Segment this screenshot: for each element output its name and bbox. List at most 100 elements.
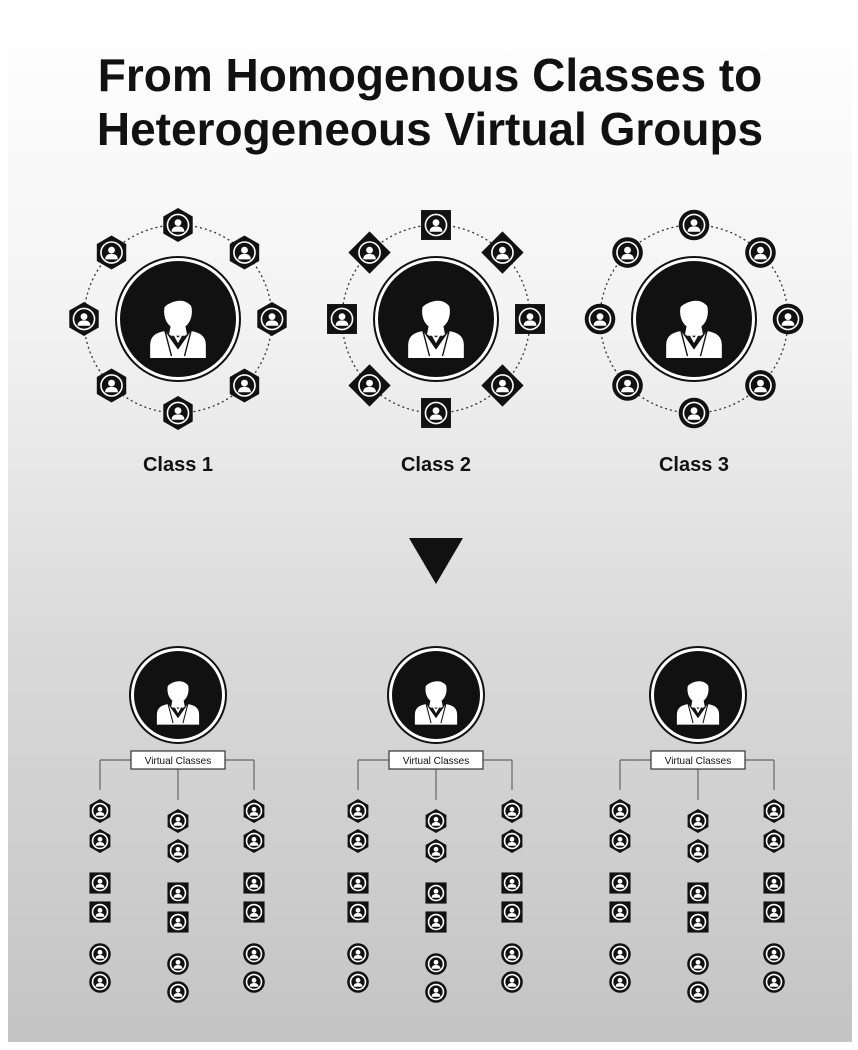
down-triangle-icon (409, 538, 463, 584)
student-icon (347, 872, 369, 894)
student-icon (347, 971, 369, 993)
student-icon (167, 839, 189, 863)
student-icon (687, 809, 709, 833)
student-icon (425, 911, 447, 933)
student-icon (609, 971, 631, 993)
virtual-classes-box (650, 750, 746, 770)
student-icon (687, 911, 709, 933)
virtual-classes-box (130, 750, 226, 770)
student-icon (243, 901, 265, 923)
student-icon (89, 799, 111, 823)
student-column (425, 809, 447, 1003)
student-icon (163, 208, 193, 242)
student-icon (425, 953, 447, 975)
student-icon (425, 882, 447, 904)
student-icon (425, 809, 447, 833)
student-icon (167, 882, 189, 904)
student-icon (501, 943, 523, 965)
class-diagram: Class 1 Class 2 Class 3 Virtual Classes Vir… (69, 208, 804, 1003)
student-icon (89, 872, 111, 894)
student-icon (609, 829, 631, 853)
student-icon (763, 829, 785, 853)
student-icon (421, 210, 451, 240)
student-icon (678, 209, 710, 241)
student-icon (229, 368, 260, 403)
student-icon (347, 901, 369, 923)
student-icon (167, 981, 189, 1003)
virtual-group: Virtual Classes (347, 646, 523, 1003)
student-icon (425, 981, 447, 1003)
class-label: Class 3 (659, 454, 729, 476)
virtual-group: Virtual Classes (609, 646, 785, 1003)
student-icon (229, 235, 260, 270)
teacher-icon (631, 256, 757, 382)
student-icon (347, 943, 369, 965)
infographic: From Homogenous Classes to Heterogeneous… (8, 8, 852, 1042)
virtual-classes-label: Virtual Classes (403, 756, 470, 767)
student-icon (347, 799, 369, 823)
student-column (89, 799, 111, 993)
student-icon (612, 237, 643, 268)
student-icon (763, 901, 785, 923)
student-column (687, 809, 709, 1003)
student-icon (167, 953, 189, 975)
student-icon (69, 302, 99, 336)
student-icon (348, 231, 391, 274)
student-column (501, 799, 523, 993)
student-icon (763, 971, 785, 993)
class-label: Class 2 (401, 454, 471, 476)
teacher-icon (387, 646, 485, 744)
virtual-classes-label: Virtual Classes (665, 756, 732, 767)
student-icon (687, 953, 709, 975)
student-icon (96, 235, 127, 270)
student-icon (501, 872, 523, 894)
student-column (167, 809, 189, 1003)
student-icon (501, 971, 523, 993)
teacher-icon (115, 256, 241, 382)
student-icon (763, 799, 785, 823)
student-icon (243, 799, 265, 823)
student-icon (609, 799, 631, 823)
student-icon (687, 839, 709, 863)
student-icon (243, 829, 265, 853)
student-icon (501, 829, 523, 853)
student-icon (257, 302, 287, 336)
student-column (347, 799, 369, 993)
student-icon (745, 370, 776, 401)
title-line-1: From Homogenous Classes to (97, 49, 763, 101)
student-icon (745, 237, 776, 268)
student-icon (515, 304, 545, 334)
student-icon (348, 364, 391, 407)
student-icon (609, 901, 631, 923)
student-icon (772, 303, 804, 335)
student-icon (167, 809, 189, 833)
student-icon (609, 872, 631, 894)
student-icon (96, 368, 127, 403)
student-icon (243, 872, 265, 894)
page-title: From Homogenous Classes to Heterogeneous… (8, 48, 852, 156)
student-icon (163, 396, 193, 430)
teacher-icon (129, 646, 227, 744)
student-icon (584, 303, 616, 335)
student-icon (89, 971, 111, 993)
student-icon (481, 231, 524, 274)
class-label: Class 1 (143, 454, 213, 476)
down-arrow (409, 538, 463, 584)
title-line-2: Heterogeneous Virtual Groups (96, 103, 764, 155)
student-icon (421, 398, 451, 428)
student-icon (327, 304, 357, 334)
student-icon (89, 943, 111, 965)
student-icon (609, 943, 631, 965)
student-icon (763, 872, 785, 894)
student-icon (501, 799, 523, 823)
student-icon (347, 829, 369, 853)
student-icon (89, 829, 111, 853)
class-cluster: Class 2 (327, 210, 545, 476)
class-cluster: Class 1 (69, 208, 287, 476)
student-column (609, 799, 631, 993)
student-icon (243, 971, 265, 993)
student-icon (481, 364, 524, 407)
teacher-icon (373, 256, 499, 382)
student-icon (89, 901, 111, 923)
